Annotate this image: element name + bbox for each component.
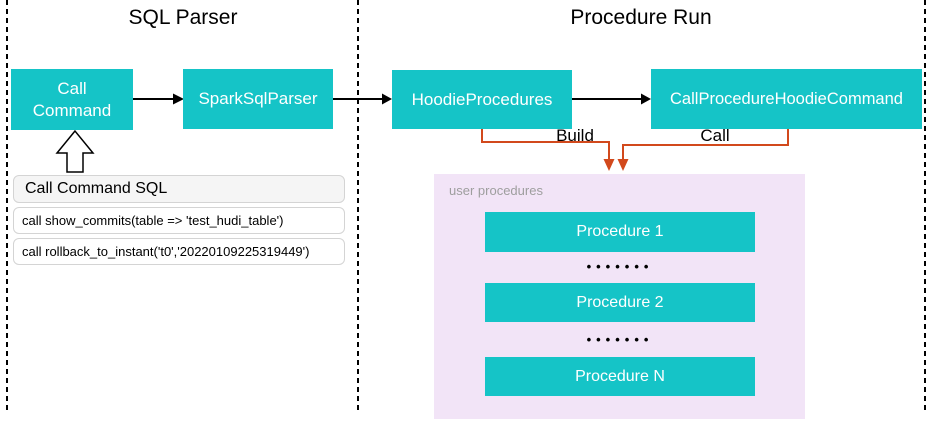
call-command-node: Call Command	[11, 69, 133, 130]
hollow-up-arrow	[55, 129, 95, 173]
ellipsis-row: •••••••	[586, 259, 654, 274]
spark-sql-parser-node: SparkSqlParser	[183, 69, 333, 129]
procedure-item: Procedure N	[485, 357, 755, 396]
call-connector-arrowhead	[617, 159, 629, 171]
sql-parser-section-title: SQL Parser	[128, 6, 238, 29]
user-procedures-label: user procedures	[449, 183, 543, 198]
procedure-item: Procedure 2	[485, 283, 755, 322]
arrow-hoodie-to-call-procedure-head	[641, 93, 651, 105]
build-connector-arrowhead	[603, 159, 615, 171]
user-procedures-panel: user procedures Procedure 1 ••••••• Proc…	[434, 174, 805, 419]
sql-card-header: Call Command SQL	[13, 175, 345, 203]
sql-card: Call Command SQL call show_commits(table…	[13, 175, 345, 265]
arrow-parser-to-hoodie-procedures-head	[382, 93, 392, 105]
build-edge-label: Build	[556, 126, 594, 145]
ellipsis-row: •••••••	[586, 332, 654, 347]
call-procedure-hoodie-command-node: CallProcedureHoodieCommand	[651, 69, 922, 129]
procedure-run-section-title: Procedure Run	[570, 6, 712, 29]
sql-row: call show_commits(table => 'test_hudi_ta…	[13, 207, 345, 234]
hoodie-procedures-node: HoodieProcedures	[392, 70, 572, 129]
sql-row: call rollback_to_instant('t0','202201092…	[13, 238, 345, 265]
procedure-item: Procedure 1	[485, 212, 755, 252]
call-edge-label: Call	[700, 126, 730, 145]
